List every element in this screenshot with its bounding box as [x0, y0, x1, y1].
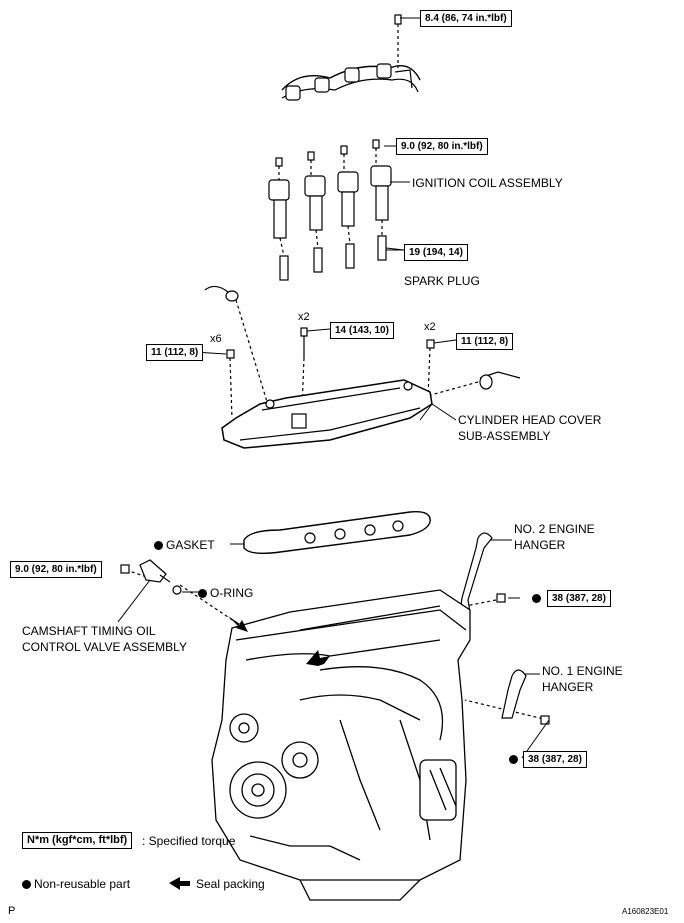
non-reusable-dot-hanger2	[532, 594, 541, 603]
torque-left-bolts: 11 (112, 8)	[146, 344, 204, 361]
label-ignition-coil: IGNITION COIL ASSEMBLY	[412, 176, 563, 190]
cylinder-head-cover	[221, 379, 433, 449]
qty-x2-center: x2	[298, 311, 310, 323]
torque-hanger2: 38 (387, 28)	[547, 590, 611, 607]
label-hanger2-line2: HANGER	[514, 538, 566, 552]
non-reusable-dot-legend	[22, 880, 31, 889]
page-letter: P	[8, 905, 16, 917]
figure-id: A160823E01	[622, 907, 669, 916]
hose-connectors	[204, 285, 521, 390]
engine-block	[211, 589, 471, 901]
label-cover-line1: CYLINDER HEAD COVER	[458, 413, 602, 427]
torque-ocv: 9.0 (92, 80 in.*lbf)	[10, 561, 102, 578]
qty-x6: x6	[210, 333, 222, 345]
label-gasket: GASKET	[154, 538, 215, 552]
label-hanger2-line1: NO. 2 ENGINE	[514, 522, 595, 536]
label-spark-plug: SPARK PLUG	[404, 274, 480, 288]
label-o-ring: O-RING	[198, 586, 253, 600]
torque-hanger1: 38 (387, 28)	[523, 751, 587, 768]
ignition-coils	[268, 139, 392, 257]
qty-x2-right: x2	[424, 321, 436, 333]
camshaft-ocv-part	[117, 559, 182, 623]
label-ocv-line1: CAMSHAFT TIMING OIL	[22, 624, 156, 638]
torque-right-nuts: 11 (112, 8)	[456, 333, 514, 350]
label-cover-line2: SUB-ASSEMBLY	[458, 429, 551, 443]
engine-hangers	[459, 532, 550, 725]
non-reusable-dot-o-ring	[198, 589, 207, 598]
legend-non-reusable: Non-reusable part	[22, 877, 130, 891]
o-ring-text: O-RING	[210, 586, 254, 600]
non-reusable-dot-hanger1	[509, 755, 518, 764]
spark-plugs	[279, 235, 387, 281]
label-hanger1-line2: HANGER	[542, 680, 594, 694]
wire-harness	[281, 14, 421, 101]
label-ocv-line2: CONTROL VALVE ASSEMBLY	[22, 640, 187, 654]
seal-packing-arrow-icon	[169, 877, 190, 890]
legend-seal-packing: Seal packing	[196, 877, 265, 891]
non-reusable-text: Non-reusable part	[34, 877, 131, 891]
label-hanger1-line1: NO. 1 ENGINE	[542, 664, 623, 678]
torque-spark-plug: 19 (194, 14)	[404, 244, 468, 261]
legend-torque-box: N*m (kgf*cm, ft*lbf)	[22, 832, 133, 849]
torque-center-bolt: 14 (143, 10)	[330, 322, 394, 339]
gasket-text: GASKET	[166, 538, 215, 552]
legend-torque-desc: : Specified torque	[142, 834, 236, 848]
seal-arrows-engine	[228, 616, 330, 666]
torque-harness: 8.4 (86, 74 in.*lbf)	[420, 10, 512, 27]
non-reusable-dot-gasket	[154, 541, 163, 550]
gasket-part	[243, 511, 431, 555]
torque-coil: 9.0 (92, 80 in.*lbf)	[396, 138, 488, 155]
